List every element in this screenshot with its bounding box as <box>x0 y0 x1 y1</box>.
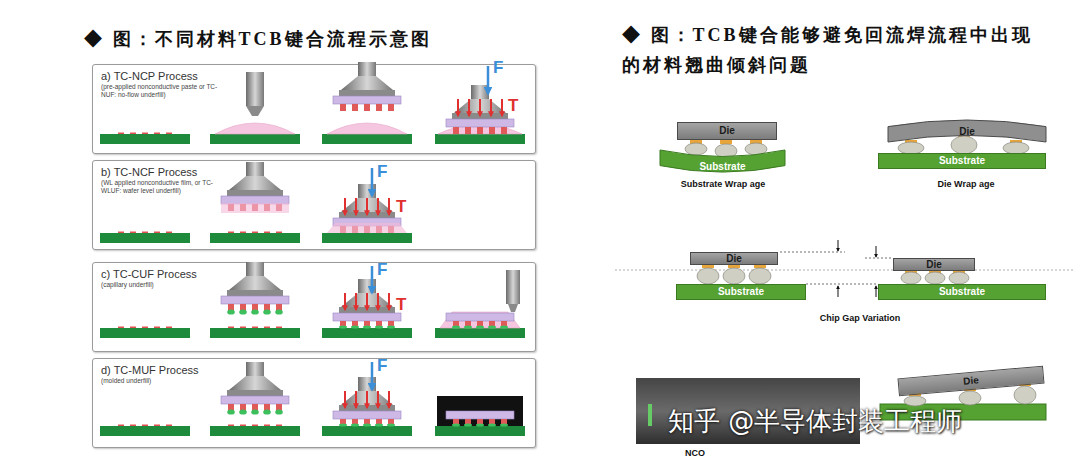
solder-ball <box>1014 386 1036 404</box>
substrate-block: Substrate <box>676 284 806 300</box>
solder-ball <box>959 391 981 405</box>
panel-heading: b) TC-NCF Process <box>101 166 197 178</box>
die-block: Die <box>888 120 1046 142</box>
die-block: Die <box>897 366 1044 397</box>
force-label: F <box>377 162 387 182</box>
die-label: Die <box>726 253 742 265</box>
die-label: Die <box>926 259 942 271</box>
dimension-line <box>806 284 878 285</box>
panel-heading: c) TC-CUF Process <box>101 268 197 280</box>
die-label: Die <box>719 125 735 137</box>
temperature-label: T <box>396 295 406 315</box>
panel-subtitle: (molded underfill) <box>101 377 229 385</box>
figure-title: ◆ 图：不同材料TCB键合流程示意图 <box>84 27 432 51</box>
force-label: F <box>377 260 387 280</box>
force-label: F <box>493 58 503 78</box>
bond-pad <box>1010 140 1022 144</box>
watermark: 知乎 @半导体封装工程师 <box>668 404 962 439</box>
solder-ball <box>697 268 719 284</box>
solder-ball <box>949 272 969 284</box>
bond-pad <box>750 140 762 144</box>
bond-pad <box>720 140 732 144</box>
dimension-line <box>780 252 845 253</box>
process-panel: a) TC-NCP Process(pre-applied nonconduct… <box>92 64 536 154</box>
process-panel: d) TC-MUF Process(molded underfill) <box>92 358 536 448</box>
reference-line <box>615 270 1075 271</box>
caption: NCO <box>675 448 715 458</box>
bond-pad <box>953 271 965 274</box>
panel-heading: d) TC-MUF Process <box>101 364 199 376</box>
substrate-label: Substrate <box>699 161 745 173</box>
dimension-arrow <box>838 286 839 297</box>
die-label: Die <box>959 126 975 138</box>
panel-subtitle: (WL applied nonconductive film, or TC-WL… <box>101 179 229 194</box>
dimension-line <box>865 258 893 259</box>
solder-ball <box>904 396 926 406</box>
solder-ball <box>925 272 945 284</box>
dimension-arrow <box>838 240 839 251</box>
substrate-label: Substrate <box>718 286 764 298</box>
solder-ball <box>685 143 707 155</box>
panel-heading: a) TC-NCP Process <box>101 70 198 82</box>
substrate-block: Substrate <box>660 150 785 176</box>
bond-pad <box>754 265 766 268</box>
solder-ball <box>951 136 977 154</box>
process-panel: c) TC-CUF Process(capillary underfill) <box>92 262 536 352</box>
bond-pad <box>929 271 941 274</box>
dimension-arrow <box>876 286 877 297</box>
caption: Die Wrap age <box>905 179 1027 189</box>
substrate-label: Substrate <box>939 286 985 298</box>
bond-pad <box>690 140 702 144</box>
solder-ball <box>723 268 745 284</box>
solder-ball <box>901 272 921 284</box>
die-shape <box>888 120 1046 142</box>
temperature-label: T <box>396 197 406 217</box>
photo-detail <box>648 404 652 426</box>
substrate-shape <box>660 150 785 172</box>
temperature-label: T <box>508 96 518 116</box>
substrate-block: Substrate <box>878 153 1046 169</box>
force-label: F <box>377 356 387 376</box>
bond-pad <box>905 271 917 274</box>
bond-pad <box>905 140 917 144</box>
figure-title: ◆ 图：TCB键合能够避免回流焊流程中出现的材料翘曲倾斜问题 <box>622 20 1052 80</box>
dimension-arrow <box>876 246 877 257</box>
solder-ball <box>749 268 771 284</box>
substrate-block: Substrate <box>878 284 1046 300</box>
die-label: Die <box>963 374 980 387</box>
panel-subtitle: (pre-applied nonconductive paste or TC-N… <box>101 83 229 98</box>
bond-pad <box>728 265 740 268</box>
die-block: Die <box>893 258 975 271</box>
caption: Chip Gap Variation <box>790 313 930 323</box>
bond-pad <box>702 265 714 268</box>
die-block: Die <box>677 122 777 140</box>
substrate-label: Substrate <box>939 155 985 167</box>
process-panel: b) TC-NCF Process(WL applied nonconducti… <box>92 160 536 250</box>
panel-subtitle: (capillary underfill) <box>101 281 229 289</box>
die-block: Die <box>690 252 778 265</box>
caption: Substrate Wrap age <box>662 179 784 189</box>
